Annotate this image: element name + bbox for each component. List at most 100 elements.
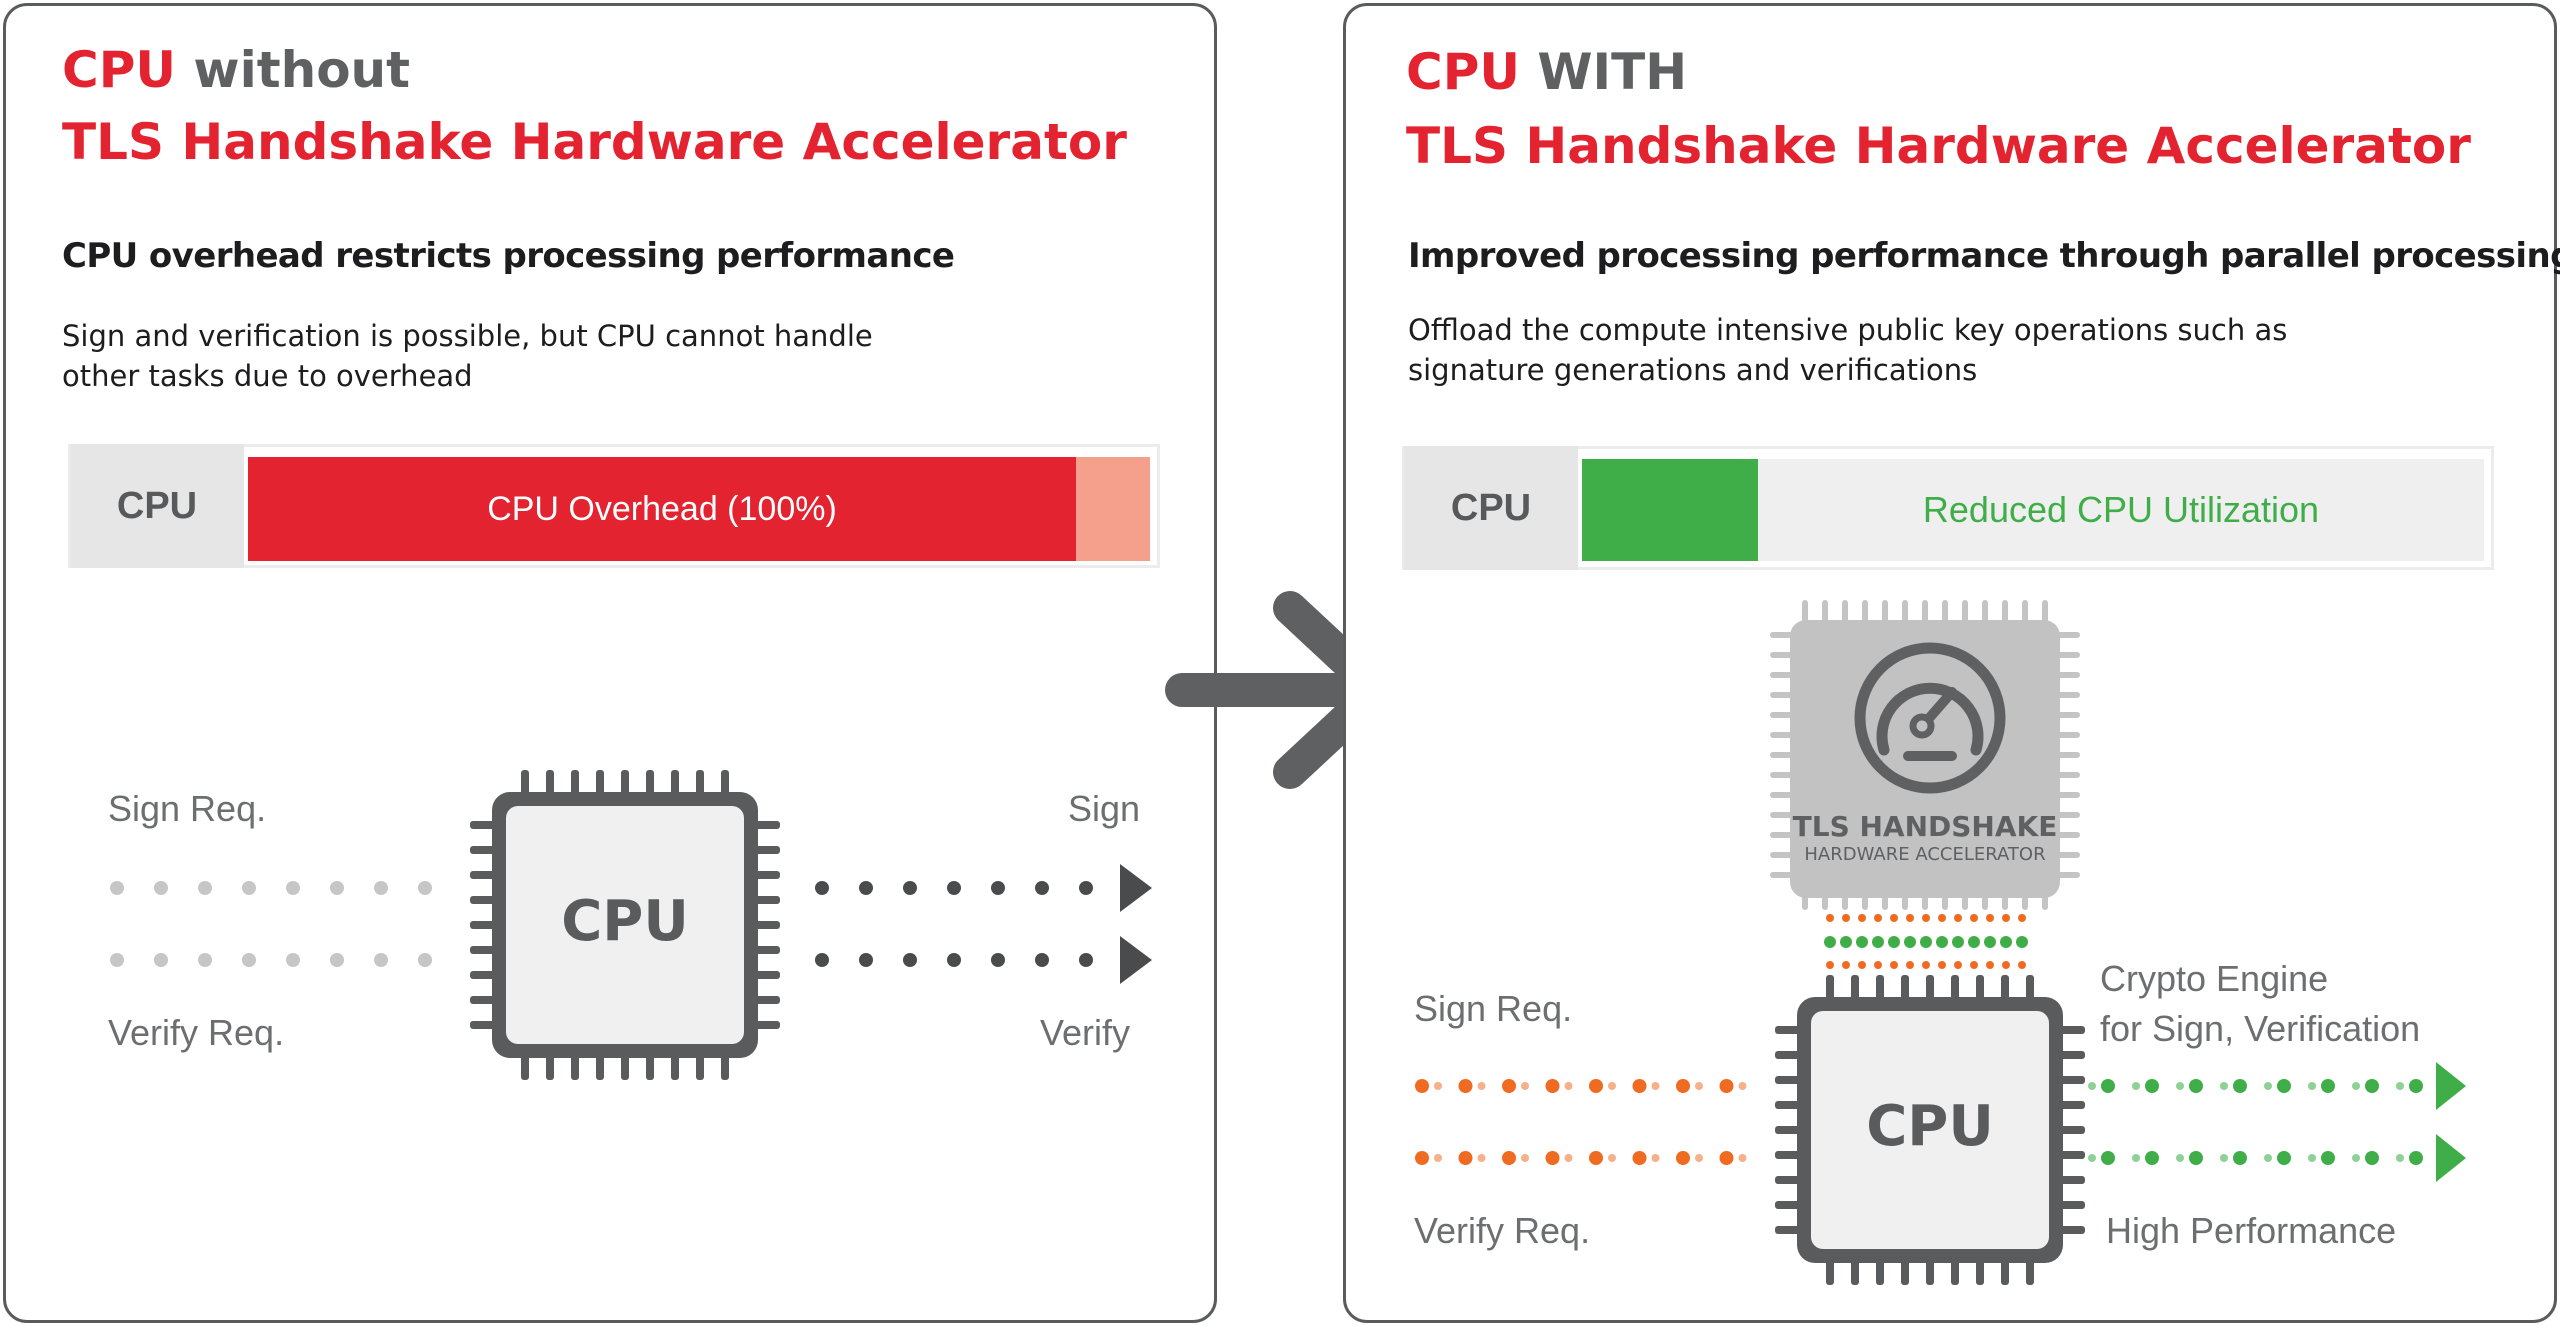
bus-dot (2002, 961, 2010, 969)
input-dot (1502, 1079, 1516, 1093)
bus-dot (1936, 936, 1948, 948)
output-dot (991, 953, 1005, 967)
output-dot-trail (2352, 1154, 2360, 1162)
bus-dot (1826, 914, 1834, 922)
output-arrowhead (2436, 1134, 2466, 1182)
input-dot (1676, 1151, 1690, 1165)
right-title-line2: TLS Handshake Hardware Accelerator (1406, 117, 2471, 175)
bus-dot (1952, 936, 1964, 948)
output-dot-trail (2220, 1082, 2228, 1090)
bus-dot (1824, 936, 1836, 948)
output-dot-trail (2088, 1154, 2096, 1162)
output-dot-trail (2264, 1082, 2272, 1090)
left-subtitle: CPU overhead restricts processing perfor… (62, 236, 955, 276)
output-dot-trail (2176, 1154, 2184, 1162)
output-dot-trail (2396, 1082, 2404, 1090)
bus-dot (1954, 961, 1962, 969)
right-subtitle: Improved processing performance through … (1408, 236, 2560, 276)
output-dot-trail (2220, 1154, 2228, 1162)
bus-dot (1856, 936, 1868, 948)
bus-dot (1968, 936, 1980, 948)
bus-dot (1888, 936, 1900, 948)
input-dot (374, 953, 388, 967)
left-request-flows (110, 864, 1152, 984)
output-dot-trail (2308, 1082, 2316, 1090)
right-bar-label: CPU (1404, 446, 1578, 570)
output-dot (2145, 1079, 2159, 1093)
input-dot (198, 953, 212, 967)
bus-dot (1890, 961, 1898, 969)
bus-dot (1938, 961, 1946, 969)
right-sign-request-label: Sign Req. (1414, 988, 1573, 1029)
bus-dot (2016, 936, 2028, 948)
bus-dot (1840, 936, 1852, 948)
bus-dot (2018, 914, 2026, 922)
output-dot (1035, 953, 1049, 967)
bus-dot (1938, 914, 1946, 922)
right-request-flows (1415, 1062, 2466, 1182)
input-dot (1415, 1151, 1429, 1165)
output-dot (1079, 953, 1093, 967)
bus-dot (1858, 961, 1866, 969)
output-dot-trail (2352, 1082, 2360, 1090)
input-dot (110, 881, 124, 895)
left-verify-request-label: Verify Req. (108, 1012, 285, 1053)
bus-dot (1954, 914, 1962, 922)
output-dot (2189, 1079, 2203, 1093)
input-dot (1632, 1151, 1647, 1165)
input-dot (330, 953, 344, 967)
input-dot-trail (1608, 1154, 1616, 1162)
bus-dot (1920, 936, 1932, 948)
cpu-overhead-excess-fill (1076, 457, 1150, 561)
output-dot (2277, 1079, 2291, 1093)
output-dot-trail (2132, 1154, 2140, 1162)
input-dot-trail (1608, 1082, 1616, 1090)
bus-dot (1922, 914, 1930, 922)
input-dot (1502, 1151, 1516, 1165)
bus-dot (1970, 914, 1978, 922)
right-cpu-chip: CPU (1775, 975, 2085, 1285)
input-dot (110, 953, 124, 967)
output-dot-trail (2264, 1154, 2272, 1162)
cpu-overhead-fill: CPU Overhead (100%) (248, 457, 1076, 561)
input-dot (286, 953, 300, 967)
input-dot-trail (1434, 1082, 1442, 1090)
output-dot (991, 881, 1005, 895)
output-dot (1035, 881, 1049, 895)
input-dot (154, 953, 168, 967)
bus-dot (2002, 914, 2010, 922)
bus-dot (1872, 936, 1884, 948)
input-dot-trail (1695, 1154, 1703, 1162)
bus-dot (1986, 961, 1994, 969)
bus-dot (1984, 936, 1996, 948)
input-dot (1458, 1151, 1473, 1165)
output-dot-trail (2308, 1154, 2316, 1162)
input-dot-trail (1564, 1154, 1573, 1162)
accelerator-cpu-bus (1824, 914, 2028, 969)
input-dot (418, 953, 432, 967)
input-dot (198, 881, 212, 895)
bus-dot (1904, 936, 1916, 948)
input-dot (1632, 1079, 1647, 1093)
left-chip-label: CPU (561, 889, 689, 954)
bus-dot (1922, 961, 1930, 969)
bus-dot (1874, 961, 1882, 969)
output-dot (2233, 1151, 2247, 1165)
output-dot (2189, 1151, 2203, 1165)
left-title-line2: TLS Handshake Hardware Accelerator (62, 113, 1127, 171)
output-dot (859, 953, 873, 967)
bus-dot (1842, 961, 1850, 969)
output-dot (815, 881, 829, 895)
input-dot (1676, 1079, 1690, 1093)
left-sign-request-label: Sign Req. (108, 788, 267, 829)
output-dot (859, 881, 873, 895)
output-dot (2365, 1079, 2379, 1093)
reduced-utilization-fill (1582, 459, 1758, 561)
input-dot (418, 881, 432, 895)
panel-without-accelerator (3, 3, 1217, 1323)
left-sign-output-label: Sign (1068, 788, 1141, 829)
input-dot-trail (1434, 1154, 1442, 1162)
input-dot (1719, 1151, 1734, 1165)
output-dot (2321, 1079, 2335, 1093)
output-dot (2277, 1151, 2291, 1165)
